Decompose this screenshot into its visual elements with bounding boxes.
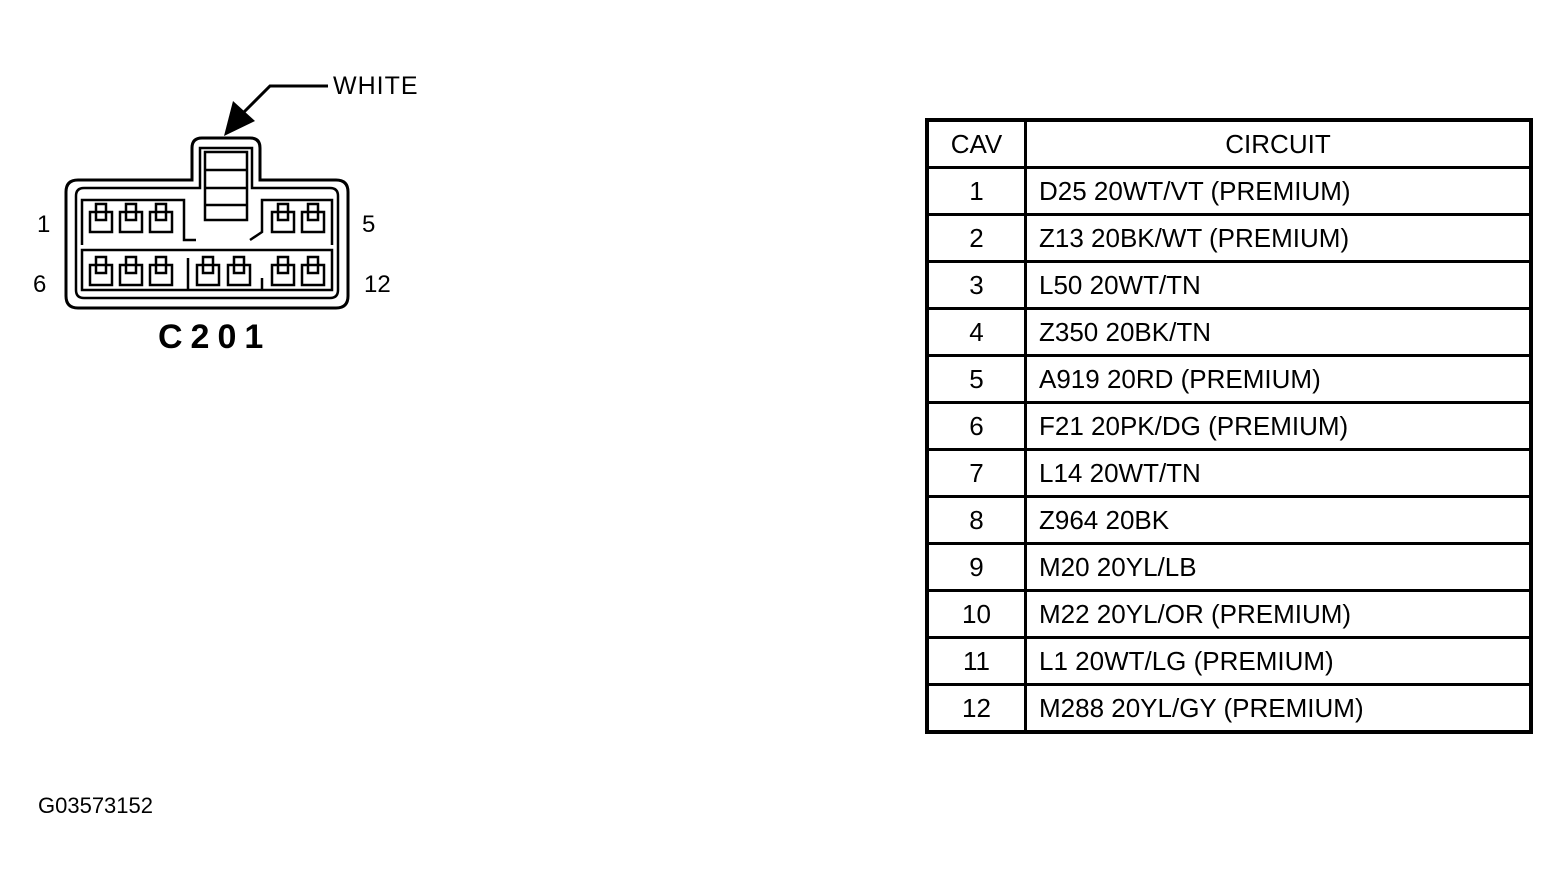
circuit-cell: Z13 20BK/WT (PREMIUM) xyxy=(1024,213,1533,263)
cav-cell: 6 xyxy=(925,401,1027,451)
cav-cell: 2 xyxy=(925,213,1027,263)
connector-name: C201 xyxy=(158,318,272,356)
cav-cell: 8 xyxy=(925,495,1027,545)
pin-label-top-right: 5 xyxy=(362,211,376,238)
cav-cell: 4 xyxy=(925,307,1027,357)
circuit-cell: L14 20WT/TN xyxy=(1024,448,1533,498)
circuit-cell: L1 20WT/LG (PREMIUM) xyxy=(1024,636,1533,686)
circuit-cell: M288 20YL/GY (PREMIUM) xyxy=(1024,683,1533,734)
cav-cell: 1 xyxy=(925,166,1027,216)
circuit-cell: A919 20RD (PREMIUM) xyxy=(1024,354,1533,404)
circuit-cell: Z964 20BK xyxy=(1024,495,1533,545)
circuit-cell: M22 20YL/OR (PREMIUM) xyxy=(1024,589,1533,639)
connector-housing xyxy=(64,136,350,310)
terminals-top-row xyxy=(88,202,326,234)
cav-cell: 12 xyxy=(925,683,1027,734)
cav-cell: 9 xyxy=(925,542,1027,592)
table-header-row: CAV CIRCUIT xyxy=(925,118,1533,169)
pin-label-bottom-left: 6 xyxy=(33,271,47,298)
cav-cell: 5 xyxy=(925,354,1027,404)
circuit-cell: Z350 20BK/TN xyxy=(1024,307,1533,357)
circuit-cell: L50 20WT/TN xyxy=(1024,260,1533,310)
circuit-cell: M20 20YL/LB xyxy=(1024,542,1533,592)
white-leader-arrow xyxy=(224,84,328,136)
pin-label-bottom-right: 12 xyxy=(364,271,391,298)
cav-cell: 10 xyxy=(925,589,1027,639)
circuit-cell: F21 20PK/DG (PREMIUM) xyxy=(1024,401,1533,451)
pin-label-top-left: 1 xyxy=(37,211,51,238)
connector-color-label: WHITE xyxy=(333,72,419,100)
figure-id: G03573152 xyxy=(38,793,153,818)
cav-cell: 3 xyxy=(925,260,1027,310)
header-cav: CAV xyxy=(925,118,1027,169)
cav-cell: 11 xyxy=(925,636,1027,686)
header-circuit: CIRCUIT xyxy=(1024,118,1533,169)
circuit-cell: D25 20WT/VT (PREMIUM) xyxy=(1024,166,1533,216)
cav-cell: 7 xyxy=(925,448,1027,498)
terminals-bottom-row xyxy=(88,255,326,287)
